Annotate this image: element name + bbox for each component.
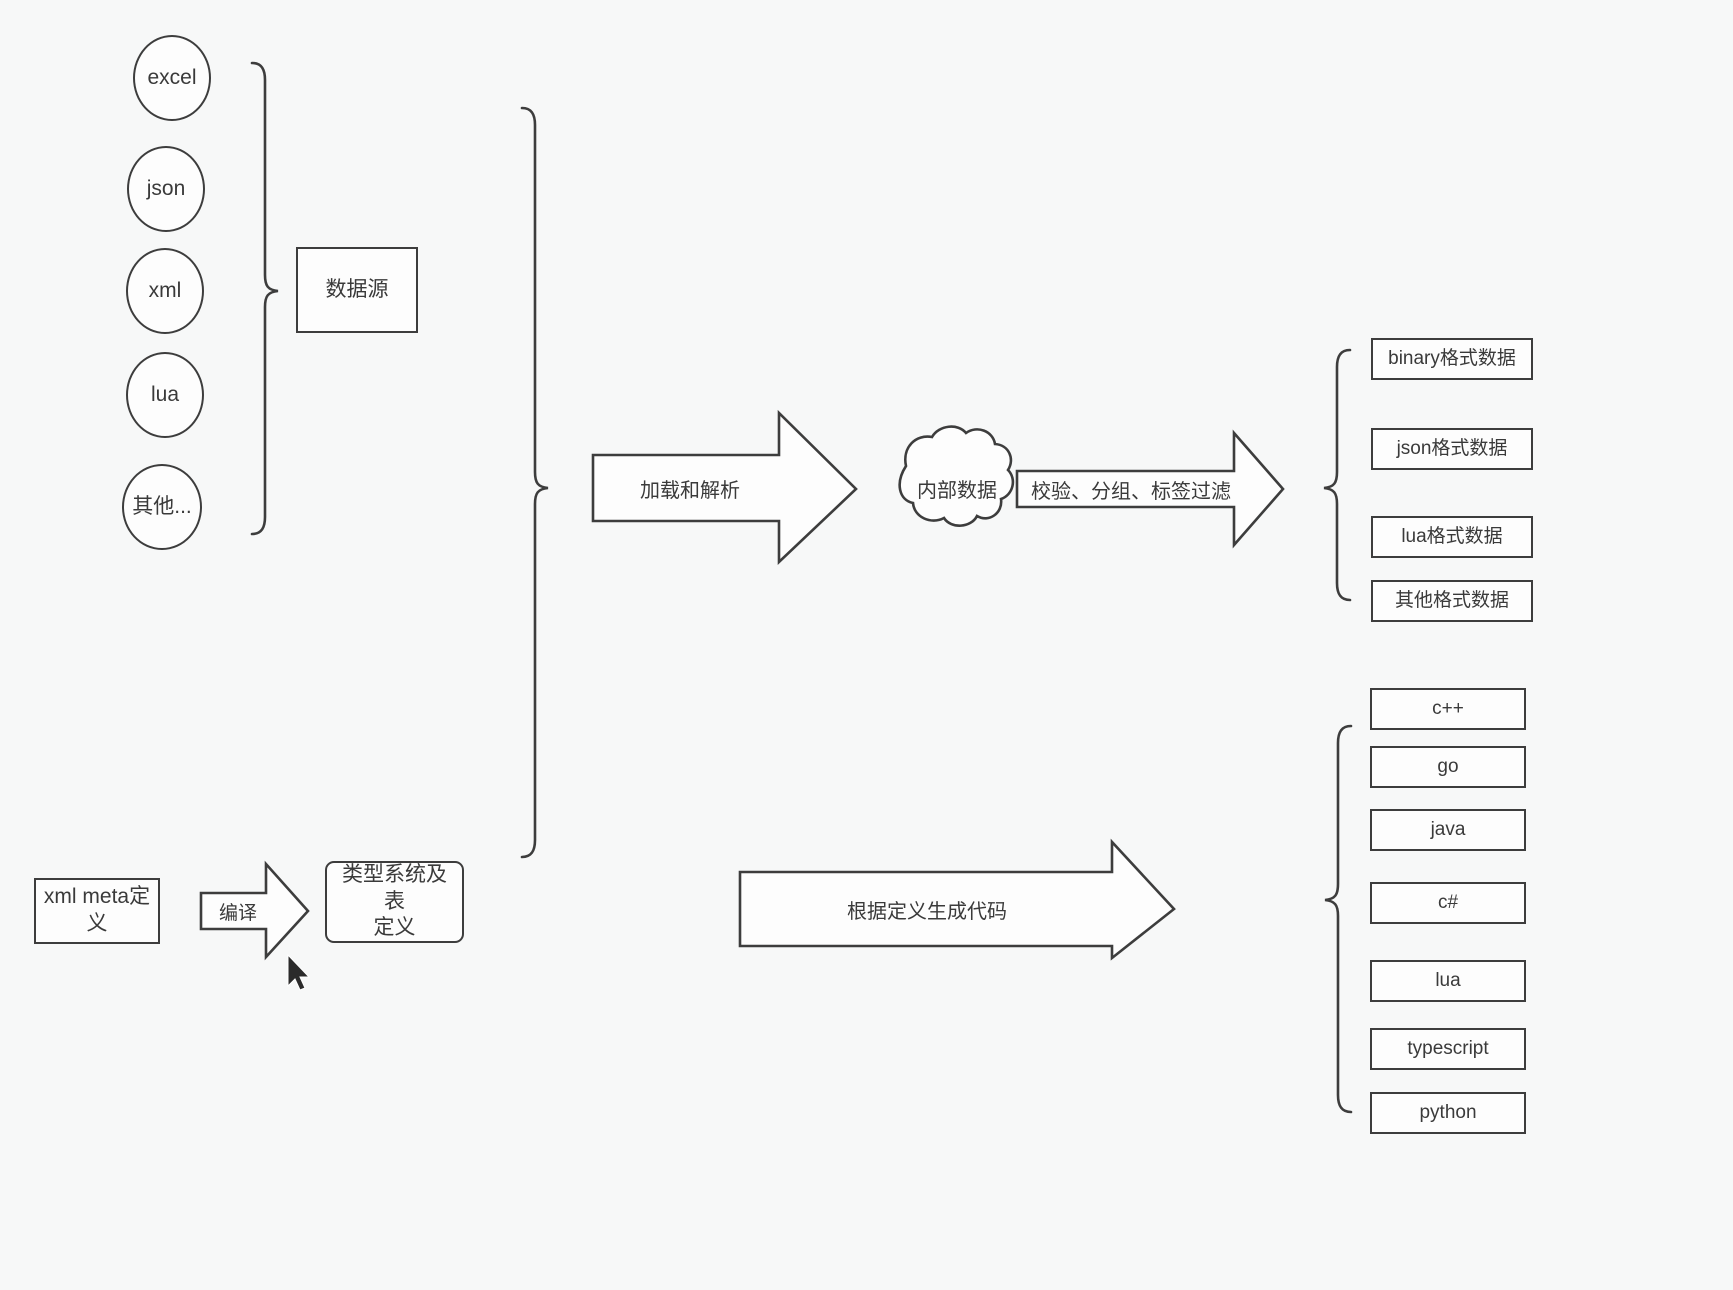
- language-box-python[interactable]: python: [1370, 1092, 1526, 1134]
- language-box-csharp[interactable]: c#: [1370, 882, 1526, 924]
- output-format-label: 其他格式数据: [1394, 589, 1509, 611]
- language-box-label: c#: [1437, 891, 1459, 913]
- languages-brace: [1324, 724, 1353, 1114]
- load-parse-arrow: [591, 409, 858, 566]
- internal-data-text: 内部数据: [917, 479, 997, 502]
- output-format-binary[interactable]: binary格式数据: [1371, 338, 1533, 380]
- language-box-java[interactable]: java: [1370, 809, 1526, 851]
- language-box-label: lua: [1435, 969, 1461, 991]
- formats-brace: [1323, 348, 1352, 602]
- source-node-lua[interactable]: lua: [126, 352, 204, 438]
- language-box-cpp[interactable]: c++: [1370, 688, 1526, 730]
- language-box-label: python: [1419, 1101, 1477, 1123]
- internal-data-label: 内部数据: [893, 470, 1021, 506]
- codegen-arrow: [738, 838, 1176, 961]
- validate-filter-arrow: [1015, 429, 1285, 549]
- internal-data-cloud: [898, 425, 1015, 527]
- sources-brace: [250, 61, 279, 536]
- output-format-label: lua格式数据: [1401, 525, 1503, 547]
- language-box-lua[interactable]: lua: [1370, 960, 1526, 1002]
- source-node-json[interactable]: json: [127, 146, 205, 232]
- type-system-box[interactable]: 类型系统及表 定义: [325, 861, 464, 943]
- output-format-label: binary格式数据: [1388, 347, 1516, 369]
- output-format-other[interactable]: 其他格式数据: [1371, 580, 1533, 622]
- data-source-box[interactable]: 数据源: [296, 247, 418, 333]
- source-node-xml[interactable]: xml: [126, 248, 204, 334]
- source-node-label: xml: [148, 278, 182, 302]
- mouse-cursor-icon: [287, 953, 311, 991]
- language-box-label: c++: [1432, 697, 1464, 719]
- output-format-json[interactable]: json格式数据: [1371, 428, 1533, 470]
- type-system-box-label: 类型系统及表 定义: [342, 862, 447, 940]
- source-node-label: lua: [150, 382, 180, 406]
- source-node-label: json: [146, 176, 186, 200]
- source-node-excel[interactable]: excel: [133, 35, 211, 121]
- language-box-label: typescript: [1407, 1037, 1489, 1059]
- xml-meta-definition-label: xml meta定义: [43, 885, 151, 935]
- language-box-label: java: [1430, 818, 1466, 840]
- source-node-other[interactable]: 其他...: [122, 464, 202, 550]
- language-box-go[interactable]: go: [1370, 746, 1526, 788]
- output-format-label: json格式数据: [1396, 437, 1508, 459]
- compile-arrow: [199, 860, 310, 961]
- data-source-box-label: 数据源: [325, 277, 389, 301]
- language-box-label: go: [1437, 755, 1459, 777]
- language-box-typescript[interactable]: typescript: [1370, 1028, 1526, 1070]
- xml-meta-definition-box[interactable]: xml meta定义: [34, 878, 160, 944]
- output-format-lua[interactable]: lua格式数据: [1371, 516, 1533, 558]
- pipeline-input-brace: [520, 106, 549, 859]
- source-node-label: 其他...: [132, 494, 192, 518]
- source-node-label: excel: [147, 65, 197, 89]
